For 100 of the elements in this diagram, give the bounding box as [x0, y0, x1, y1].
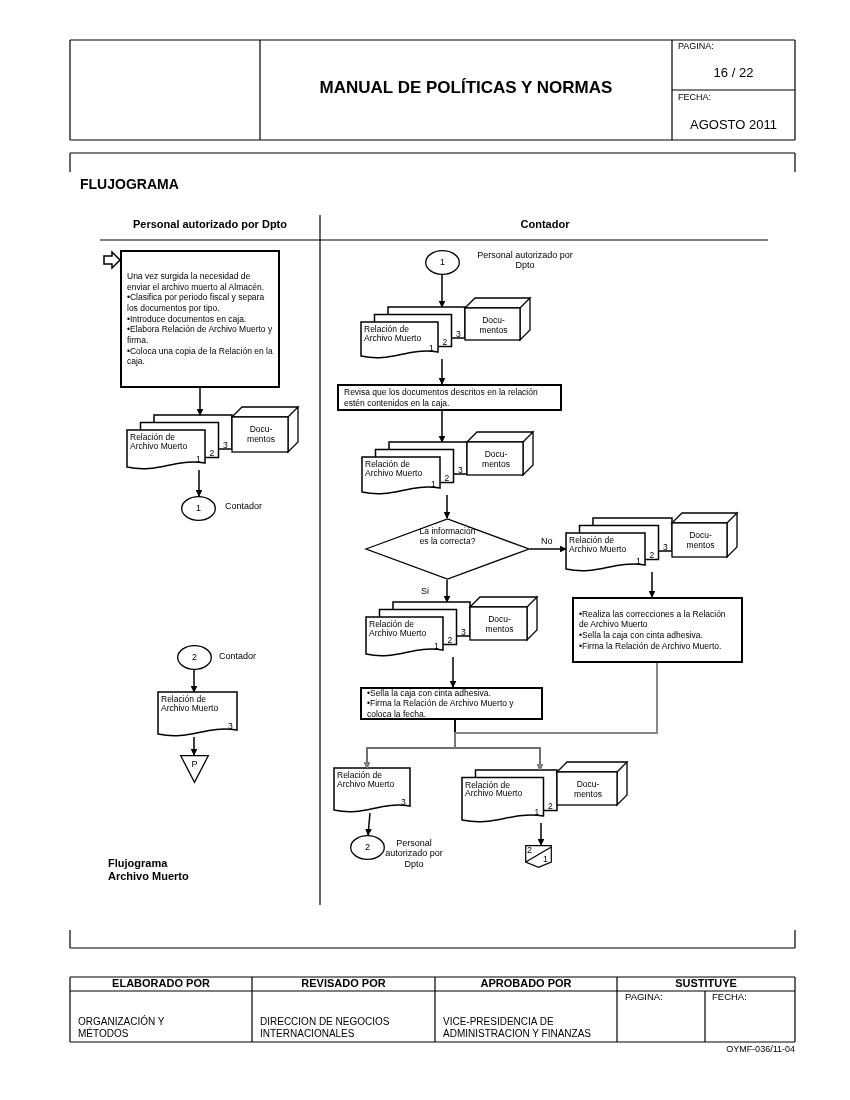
arrow [443, 494, 451, 519]
table-cell-text: ORGANIZACIÓN Y MÉTODOS [78, 1016, 166, 1039]
node-text: Docu- mentos [484, 614, 515, 635]
storage-box-symbol [232, 407, 298, 452]
table-header: APROBADO POR [479, 977, 573, 990]
node-text: Relación de Archivo Muerto [130, 433, 189, 450]
connector-circle [350, 835, 385, 860]
arrow [449, 656, 457, 688]
arrow [196, 387, 204, 416]
connector-circle [181, 496, 216, 521]
copy-number: 2 [444, 473, 450, 483]
step-text: •Coloca una copia de la Relación en la caja. [127, 345, 273, 367]
connector-note: Contador [219, 651, 258, 662]
step-text: Revisa que los documentos descritos en la relación estén contenidos en la caja. [344, 386, 539, 409]
file-number: 1 [543, 855, 548, 865]
connector-number: 1 [195, 503, 202, 513]
form-code: OYMF-036/11-04 [725, 1044, 795, 1055]
step-text: •Sella la caja con cinta adhesiva. [579, 630, 704, 641]
document-symbol [158, 692, 237, 737]
table-cell-text: PAGINA: [625, 992, 664, 1003]
field-label: FECHA: [678, 92, 712, 103]
date-text: AGOSTO 2011 [689, 118, 778, 133]
connector-number: 1 [439, 257, 446, 267]
node-text: Relación de Archivo Muerto [569, 536, 628, 553]
node-text: Docu- mentos [478, 315, 509, 336]
start-arrow [103, 250, 122, 270]
decision-text: La información es la correcta? [418, 526, 477, 547]
copy-number: 2 [442, 337, 448, 347]
process-box [360, 687, 543, 720]
edge-label: No [540, 537, 554, 546]
copy-number: 3 [223, 441, 228, 450]
arrow [537, 822, 545, 846]
table-header: SUSTITUYE [674, 977, 738, 990]
table-cell-text: VICE-PRESIDENCIA DE ADMINISTRACION Y FINANZAS [443, 1016, 592, 1039]
node-text: Relación de Archivo Muerto [465, 780, 524, 798]
storage-box-symbol [467, 432, 533, 475]
copy-number: 2 [649, 550, 655, 560]
copy-number: 1 [434, 642, 439, 651]
document-stack [362, 442, 467, 495]
document-symbol [334, 768, 410, 813]
connector-circle [425, 250, 460, 275]
arrow [438, 274, 446, 308]
document-stack [462, 770, 557, 823]
node-text: Relación de Archivo Muerto [337, 771, 396, 788]
step-text: •Firma la Relación de Archivo Muerto. [579, 640, 723, 652]
storage-box-symbol [470, 597, 537, 640]
arrow [529, 545, 567, 553]
node-text: Docu- mentos [685, 530, 716, 551]
node-text: Relación de Archivo Muerto [161, 695, 220, 712]
node-text: Docu- mentos [573, 779, 603, 800]
field-label: PAGINA: [678, 41, 715, 52]
table-header: REVISADO POR [300, 977, 387, 990]
document-stack [366, 602, 470, 657]
edge-label: Si [420, 587, 430, 596]
file-symbol [525, 845, 552, 868]
storage-box-symbol [672, 513, 737, 557]
arrow [438, 358, 446, 385]
decision-diamond [365, 518, 530, 580]
arrow [190, 736, 198, 756]
document-title: MANUAL DE POLÍTICAS Y NORMAS [318, 78, 614, 98]
arrow [454, 662, 658, 771]
document-stack [361, 307, 465, 359]
connector-note: Personal autorizado por Dpto [476, 250, 574, 271]
connector-number: 2 [364, 842, 371, 852]
document-stack [566, 518, 672, 572]
lane-heading: Contador [519, 218, 571, 231]
copy-number: 1 [636, 557, 641, 566]
storage-box-symbol [557, 762, 627, 805]
node-text: Docu- mentos [246, 424, 276, 445]
arrow [443, 579, 451, 603]
copy-number: 1 [196, 455, 201, 464]
lane-heading: Personal autorizado por Dpto [132, 218, 288, 231]
archive-triangle [180, 755, 209, 783]
step-text: •Firma la Relación de Archivo Muerto y coloca la fecha. [367, 698, 515, 720]
step-text: •Sella la caja con cinta adhesiva. [367, 687, 492, 699]
copy-number: 3 [461, 628, 466, 637]
connector-circle [177, 645, 212, 670]
copy-number: 1 [431, 480, 436, 489]
node-text: Relación de Archivo Muerto [369, 620, 428, 637]
table-header: ELABORADO POR [111, 977, 211, 990]
copy-number: 3 [401, 798, 406, 807]
step-text: Una vez surgida la necesidad de enviar el archivo muerto al Almacén. [127, 271, 265, 293]
document-stack [127, 415, 232, 470]
arrow [190, 669, 198, 693]
process-box [337, 384, 562, 411]
copy-number: 1 [534, 808, 540, 817]
copy-number: 3 [663, 543, 668, 552]
step-text: •Elabora Relación de Archivo Muerto y firma. [127, 324, 273, 346]
page-number: 16 / 22 [712, 66, 755, 81]
step-text: •Clasifica por periodo fiscal y separa los documentos por tipo. [127, 292, 266, 314]
connector-note: Personal autorizado por Dpto [385, 838, 443, 870]
copy-number: 1 [429, 344, 434, 353]
arrow [438, 410, 446, 443]
arrow [365, 812, 372, 836]
node-text: Relación de Archivo Muerto [364, 325, 423, 342]
copy-number: 2 [209, 448, 215, 458]
node-text: Docu- mentos [481, 449, 511, 470]
arrow [195, 469, 203, 497]
node-text: Relación de Archivo Muerto [365, 460, 424, 477]
step-text: •Introduce documentos en caja. [127, 313, 248, 325]
